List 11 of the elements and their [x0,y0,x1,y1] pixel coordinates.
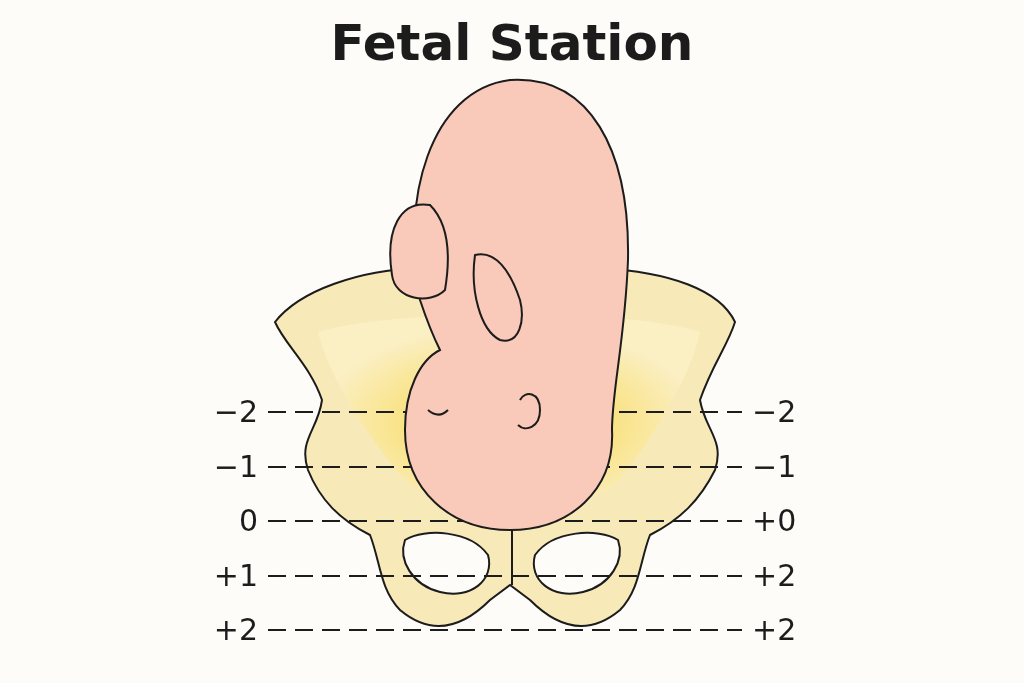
station-number: +2 [752,558,797,594]
station-number: +0 [752,503,797,539]
station-number: 0 [238,503,258,539]
station-number: +2 [752,612,797,648]
station-number: −2 [752,394,797,430]
station-number: −2 [213,394,258,430]
station-number: +2 [213,612,258,648]
station-number: −1 [752,449,797,485]
title: Fetal Station [329,14,695,72]
station-number: −1 [213,449,258,485]
station-number: +1 [213,558,258,594]
